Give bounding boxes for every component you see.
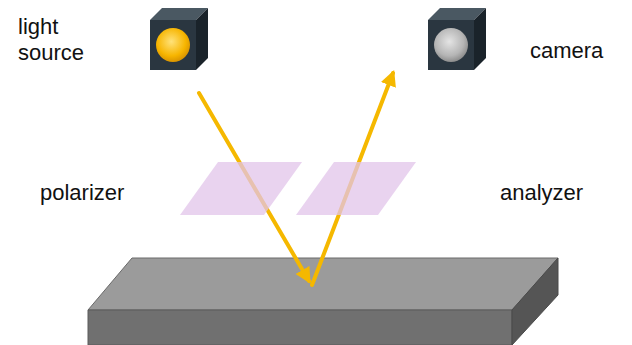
- camera-cube: [428, 8, 486, 70]
- surface-slab: [88, 258, 558, 345]
- polarizer-sheet: [180, 162, 302, 215]
- analyzer-sheet: [296, 162, 416, 215]
- light-source-cube: [150, 8, 208, 70]
- polarizer-label: polarizer: [40, 180, 160, 206]
- analyzer-label: analyzer: [500, 180, 620, 206]
- light-source-label: light source: [18, 14, 98, 66]
- camera-label: camera: [530, 38, 625, 64]
